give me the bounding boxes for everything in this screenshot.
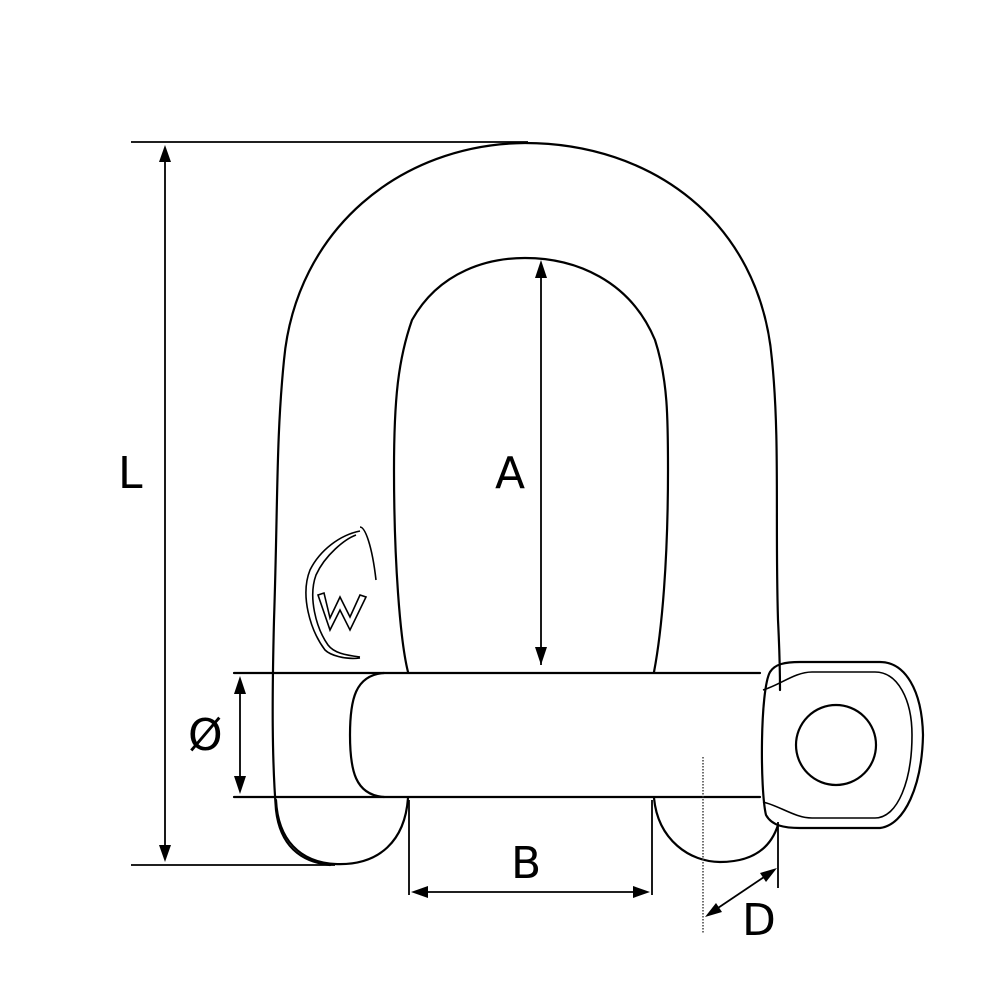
label-L: L [118, 448, 143, 499]
dimension-D: D [702, 757, 779, 946]
shackle-pin [232, 671, 762, 799]
label-A: A [495, 448, 525, 499]
pin-eye-hole [794, 703, 878, 787]
dimension-A: A [495, 260, 547, 665]
dimension-diameter: Ø [188, 676, 246, 794]
shackle-body [271, 141, 782, 867]
label-D: D [742, 895, 776, 946]
label-diameter: Ø [188, 710, 223, 761]
pin-head [760, 660, 925, 830]
dimension-B: B [408, 800, 653, 898]
label-B: B [511, 838, 541, 889]
w-logo-icon [305, 526, 377, 660]
dimension-L: L [118, 141, 528, 866]
